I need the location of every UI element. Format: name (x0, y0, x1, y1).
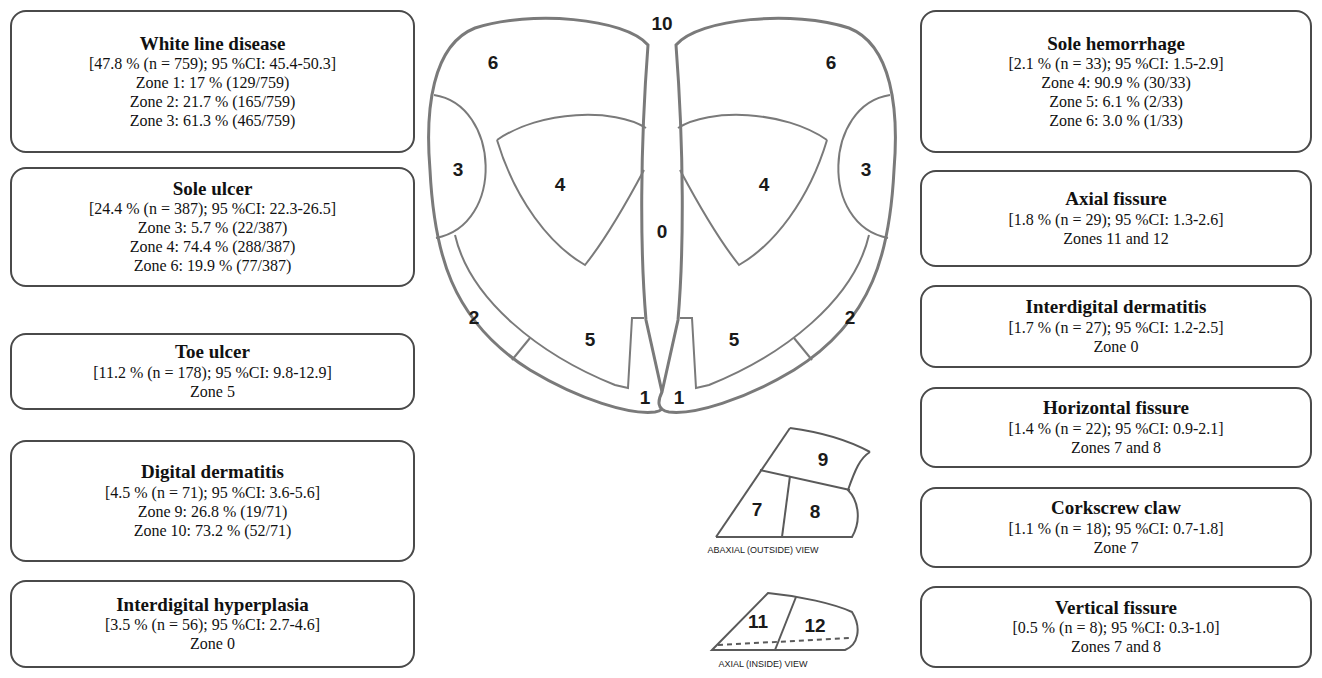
zone-number: 5 (729, 329, 740, 351)
zone-number: 5 (585, 329, 596, 351)
lesion-name: Interdigital hyperplasia (105, 594, 320, 616)
zone-text: Zone 4: 90.9 % (30/33) (1008, 74, 1223, 93)
finding-box: Digital dermatitis[4.5 % (n = 71); 95 %C… (10, 440, 415, 562)
box-text: Toe ulcer[11.2 % (n = 178); 95 %CI: 9.8-… (85, 338, 340, 404)
zone-text: Zone 6: 19.9 % (77/387) (89, 257, 336, 276)
zone-text: Zone 0 (105, 635, 320, 654)
finding-box: Interdigital dermatitis[1.7 % (n = 27); … (920, 285, 1312, 368)
zone-number: 12 (804, 615, 825, 637)
zone-text: Zones 11 and 12 (1008, 230, 1223, 249)
prevalence-text: [3.5 % (n = 56); 95 %CI: 2.7-4.6] (105, 616, 320, 635)
lesion-name: Sole hemorrhage (1008, 33, 1223, 55)
lesion-name: Corkscrew claw (1008, 497, 1223, 519)
zone-text: Zone 5: 6.1 % (2/33) (1008, 93, 1223, 112)
prevalence-text: [4.5 % (n = 71); 95 %CI: 3.6-5.6] (105, 484, 320, 503)
box-text: Corkscrew claw[1.1 % (n = 18); 95 %CI: 0… (1000, 494, 1231, 560)
box-text: Interdigital dermatitis[1.7 % (n = 27); … (1000, 293, 1231, 359)
box-text: Sole ulcer[24.4 % (n = 387); 95 %CI: 22.… (81, 175, 344, 279)
zone-number: 6 (826, 52, 837, 74)
zone-text: Zone 3: 61.3 % (465/759) (89, 112, 336, 131)
zone-number: 2 (469, 307, 480, 329)
zone-text: Zone 5 (93, 383, 332, 402)
prevalence-text: [47.8 % (n = 759); 95 %CI: 45.4-50.3] (89, 55, 336, 74)
finding-box: Axial fissure[1.8 % (n = 29); 95 %CI: 1.… (920, 170, 1312, 267)
zone-number: 6 (488, 52, 499, 74)
zone-text: Zone 6: 3.0 % (1/33) (1008, 112, 1223, 131)
zone-text: Zone 2: 21.7 % (165/759) (89, 93, 336, 112)
prevalence-text: [1.8 % (n = 29); 95 %CI: 1.3-2.6] (1008, 211, 1223, 230)
lesion-name: Sole ulcer (89, 178, 336, 200)
box-text: Axial fissure[1.8 % (n = 29); 95 %CI: 1.… (1000, 185, 1231, 251)
box-text: White line disease[47.8 % (n = 759); 95 … (81, 30, 344, 134)
box-text: Vertical fissure[0.5 % (n = 8); 95 %CI: … (1004, 594, 1227, 660)
prevalence-text: [1.7 % (n = 27); 95 %CI: 1.2-2.5] (1008, 319, 1223, 338)
lesion-name: Digital dermatitis (105, 461, 320, 483)
zone-number: 4 (759, 174, 770, 196)
lesion-name: Toe ulcer (93, 341, 332, 363)
zone-number: 0 (657, 221, 668, 243)
lesion-name: Vertical fissure (1012, 597, 1219, 619)
zone-number: 4 (555, 174, 566, 196)
zone-text: Zones 7 and 8 (1012, 638, 1219, 657)
zone-number: 3 (861, 159, 872, 181)
zone-number: 3 (453, 159, 464, 181)
zone-number: 10 (651, 13, 672, 35)
zone-text: Zone 4: 74.4 % (288/387) (89, 238, 336, 257)
zone-number: 11 (748, 611, 768, 633)
zone-text: Zone 10: 73.2 % (52/71) (105, 522, 320, 541)
zone-number: 8 (810, 501, 821, 523)
finding-box: White line disease[47.8 % (n = 759); 95 … (10, 10, 415, 153)
zone-text: Zone 9: 26.8 % (19/71) (105, 503, 320, 522)
finding-box: Toe ulcer[11.2 % (n = 178); 95 %CI: 9.8-… (10, 333, 415, 410)
zone-text: Zone 3: 5.7 % (22/387) (89, 219, 336, 238)
zone-number: 7 (752, 499, 763, 521)
zone-number: 1 (674, 387, 685, 409)
finding-box: Horizontal fissure[1.4 % (n = 22); 95 %C… (920, 387, 1312, 468)
finding-box: Sole ulcer[24.4 % (n = 387); 95 %CI: 22.… (10, 167, 415, 287)
prevalence-text: [11.2 % (n = 178); 95 %CI: 9.8-12.9] (93, 364, 332, 383)
finding-box: Corkscrew claw[1.1 % (n = 18); 95 %CI: 0… (920, 487, 1312, 568)
zone-number: 2 (845, 307, 856, 329)
prevalence-text: [1.1 % (n = 18); 95 %CI: 0.7-1.8] (1008, 520, 1223, 539)
finding-box: Interdigital hyperplasia[3.5 % (n = 56);… (10, 580, 415, 668)
zone-text: Zone 1: 17 % (129/759) (89, 74, 336, 93)
left-claw (429, 18, 665, 412)
zone-text: Zone 0 (1008, 338, 1223, 357)
box-text: Horizontal fissure[1.4 % (n = 22); 95 %C… (1000, 394, 1231, 460)
zone-number: 9 (818, 449, 829, 471)
lesion-name: Axial fissure (1008, 188, 1223, 210)
finding-box: Sole hemorrhage[2.1 % (n = 33); 95 %CI: … (920, 10, 1312, 153)
axial-view (712, 593, 858, 650)
lesion-name: Horizontal fissure (1008, 397, 1223, 419)
box-text: Interdigital hyperplasia[3.5 % (n = 56);… (97, 591, 328, 657)
right-claw (659, 18, 895, 412)
prevalence-text: [2.1 % (n = 33); 95 %CI: 1.5-2.9] (1008, 55, 1223, 74)
finding-box: Vertical fissure[0.5 % (n = 8); 95 %CI: … (920, 586, 1312, 668)
abaxial-view (716, 428, 870, 537)
box-text: Sole hemorrhage[2.1 % (n = 33); 95 %CI: … (1000, 30, 1231, 134)
prevalence-text: [24.4 % (n = 387); 95 %CI: 22.3-26.5] (89, 200, 336, 219)
prevalence-text: [1.4 % (n = 22); 95 %CI: 0.9-2.1] (1008, 420, 1223, 439)
lesion-name: White line disease (89, 33, 336, 55)
zone-text: Zones 7 and 8 (1008, 439, 1223, 458)
box-text: Digital dermatitis[4.5 % (n = 71); 95 %C… (97, 458, 328, 543)
view-caption: AXIAL (INSIDE) VIEW (718, 659, 807, 669)
lesion-name: Interdigital dermatitis (1008, 296, 1223, 318)
zone-number: 1 (640, 387, 651, 409)
zone-text: Zone 7 (1008, 539, 1223, 558)
view-caption: ABAXIAL (OUTSIDE) VIEW (707, 545, 818, 555)
prevalence-text: [0.5 % (n = 8); 95 %CI: 0.3-1.0] (1012, 619, 1219, 638)
